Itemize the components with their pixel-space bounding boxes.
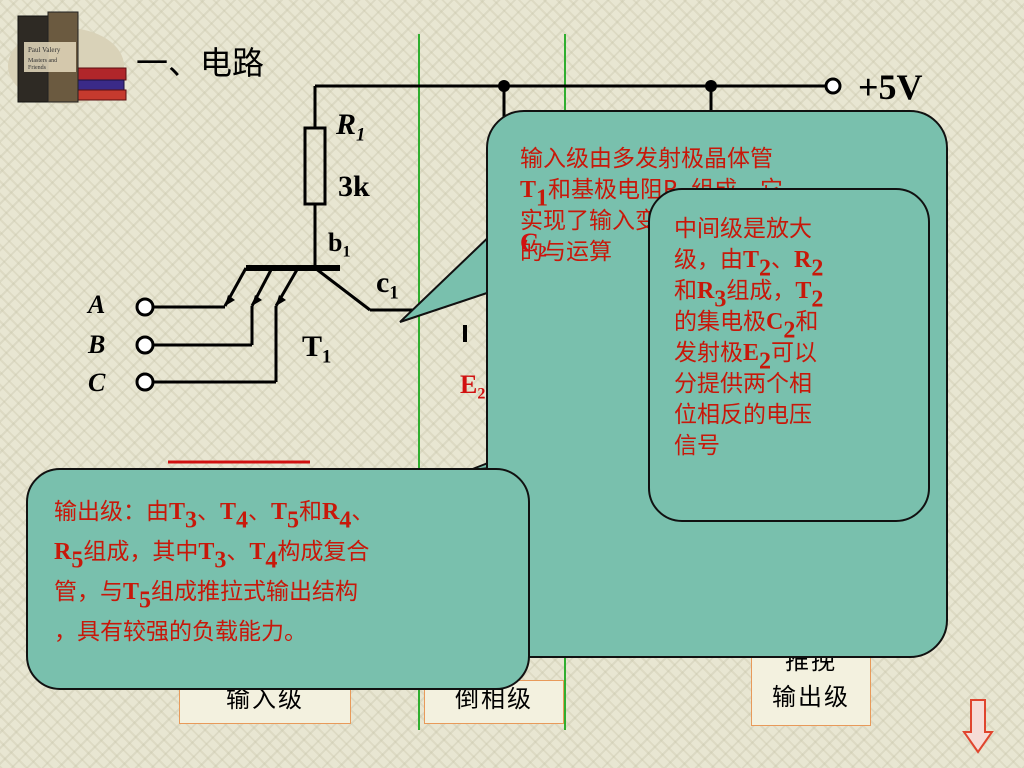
page-title: 一、电路: [136, 44, 265, 82]
supply-terminal: [824, 77, 842, 95]
callout-middle-line5: 发射极E2可以: [674, 340, 818, 375]
input-label-b: B: [88, 330, 106, 359]
input-label-c: C: [88, 368, 106, 397]
callout-middle-line1: 中间级是放大: [674, 216, 812, 242]
input-label-a: A: [88, 290, 106, 319]
e2-label: E2: [460, 370, 486, 403]
callout-middle-stage: 中间级是放大 级，由T2、R2 和R3组成，T2 的集电极C2和 发射极E2可以…: [648, 188, 930, 522]
callout-middle-line6: 分提供两个相: [674, 371, 812, 397]
input-terminal-c: [135, 372, 155, 392]
input-terminal-a: [135, 297, 155, 317]
callout-output-stage: 输出级：由T3、T4、T5和R4、 R5组成，其中T3、T4构成复合 管，与T5…: [26, 468, 530, 690]
c2-label: C2: [520, 228, 547, 261]
input-callout-tail: [399, 227, 497, 323]
book-logo: Paul Valery Masters and Friends: [4, 6, 128, 106]
book-author: Paul Valery: [28, 46, 61, 54]
stage-output-label: 输出级: [772, 683, 850, 711]
t1-label: T1: [302, 330, 332, 368]
callout-input-line4: 的与运算: [520, 239, 612, 265]
b1-label: b1: [328, 228, 351, 261]
down-arrow-icon[interactable]: [962, 698, 994, 754]
r1-label: R1: [336, 108, 366, 146]
callout-input-line1: 输入级由多发射极晶体管: [520, 146, 773, 172]
callout-middle-line4: 的集电极C2和: [674, 309, 819, 344]
c1-label: c1: [376, 266, 399, 304]
supply-label: +5V: [858, 67, 923, 107]
callout-middle-line8: 信号: [674, 433, 720, 459]
callout-middle-line7: 位相反的电压: [674, 402, 812, 428]
callout-middle-line2: 级，由T2、R2: [674, 247, 824, 282]
callout-output-line4: ，具有较强的负载能力。: [54, 619, 307, 645]
input-terminal-b: [135, 335, 155, 355]
book-title: Masters and Friends: [28, 58, 58, 71]
callout-middle-line3: 和R3组成，T2: [674, 278, 824, 313]
callout-output-line1: 输出级：由T3、T4、T5和R4、: [54, 499, 375, 534]
r1-value: 3k: [338, 170, 370, 203]
callout-output-line3: 管，与T5组成推拉式输出结构: [54, 579, 359, 614]
callout-output-line2: R5组成，其中T3、T4构成复合: [54, 539, 370, 574]
